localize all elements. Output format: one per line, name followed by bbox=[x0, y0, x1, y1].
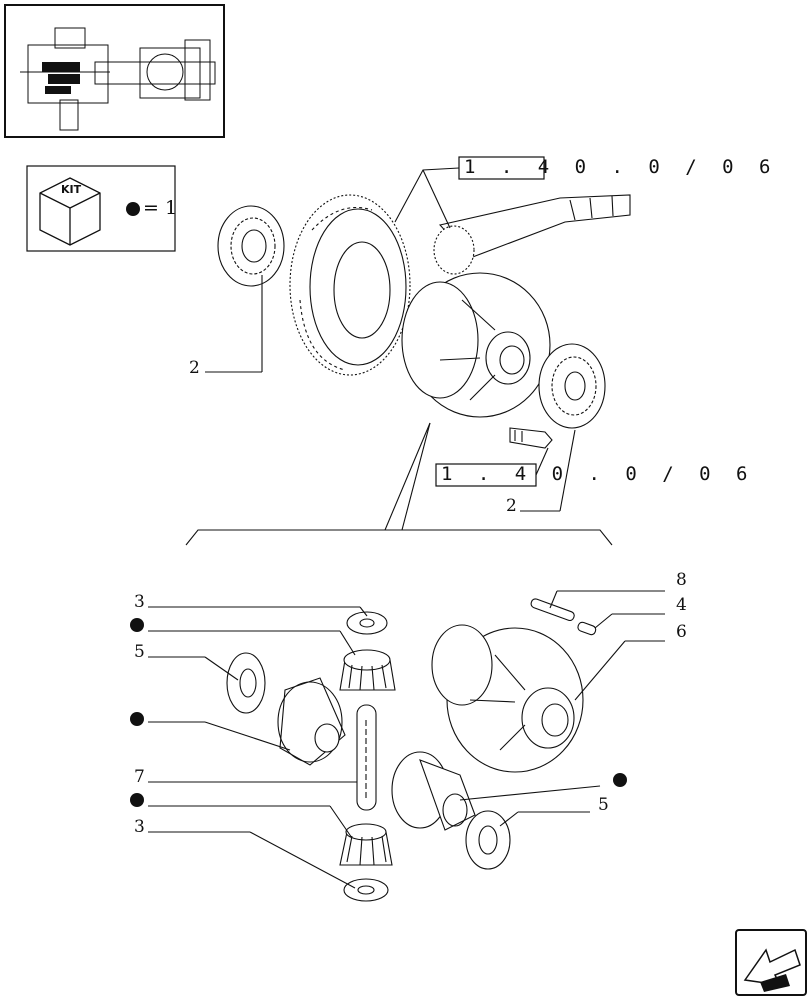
diff-case-bottom bbox=[431, 624, 584, 773]
diff-case-top bbox=[401, 272, 551, 418]
thrust-washer-right bbox=[465, 810, 511, 870]
lock-pin bbox=[530, 598, 575, 622]
callout-3-top: 3 bbox=[134, 592, 145, 612]
reference-mid: 1 . 4 0 . 0 / 0 6 bbox=[441, 463, 755, 485]
callout-6: 6 bbox=[676, 622, 687, 642]
kit-cube-icon bbox=[39, 177, 101, 246]
kit-bullet-icon bbox=[126, 202, 140, 216]
side-gear-right bbox=[391, 751, 476, 831]
bullet-marker bbox=[130, 618, 144, 632]
axle-assembly-thumbnail bbox=[4, 4, 225, 138]
bearing-right-top bbox=[538, 343, 606, 429]
bevel-gear-bottom bbox=[339, 823, 393, 866]
thrust-washer-left bbox=[226, 652, 266, 714]
roll-pin bbox=[577, 621, 597, 636]
bearing-left-top bbox=[217, 205, 285, 287]
bullet-marker bbox=[130, 793, 144, 807]
pinion-shaft bbox=[433, 194, 631, 275]
thrust-washer-top bbox=[346, 611, 388, 635]
callout-8: 8 bbox=[676, 570, 687, 590]
bolt bbox=[509, 427, 553, 449]
thrust-washer-bottom bbox=[343, 878, 389, 902]
callout-5-left: 5 bbox=[134, 642, 145, 662]
ring-gear bbox=[289, 194, 411, 376]
bullet-marker bbox=[130, 712, 144, 726]
kit-legend bbox=[26, 165, 176, 252]
next-page-arrow-icon bbox=[735, 929, 807, 996]
pinion-shaft-spider bbox=[356, 704, 377, 811]
callout-7: 7 bbox=[134, 767, 145, 787]
kit-label: KIT bbox=[61, 183, 82, 196]
reference-top: 1 . 4 0 . 0 / 0 6 bbox=[464, 156, 778, 178]
side-gear-left bbox=[277, 677, 346, 766]
callout-2-top: 2 bbox=[189, 358, 200, 378]
bullet-marker bbox=[613, 773, 627, 787]
kit-quantity: = 1 bbox=[143, 197, 178, 219]
callout-2-bottom: 2 bbox=[506, 496, 517, 516]
callout-4: 4 bbox=[676, 595, 687, 615]
callout-5-right: 5 bbox=[598, 795, 609, 815]
callout-3-bottom: 3 bbox=[134, 817, 145, 837]
bevel-gear-top bbox=[339, 649, 396, 691]
